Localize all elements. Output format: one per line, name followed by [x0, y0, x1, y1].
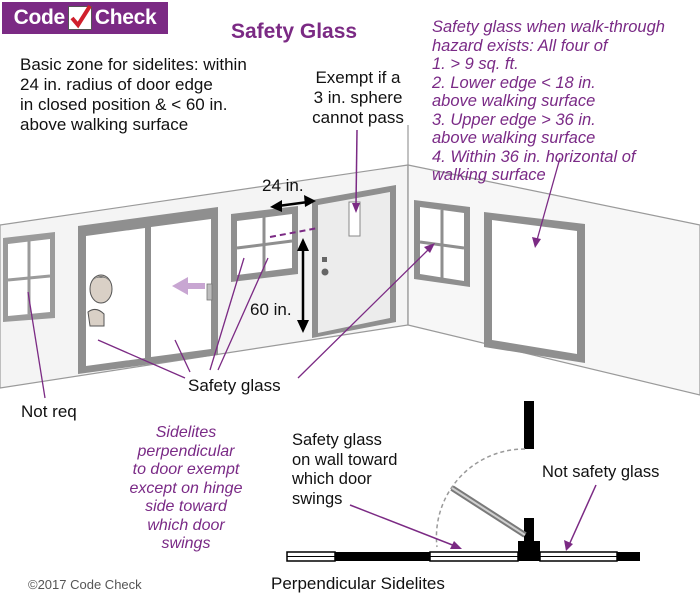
- sliding-door: [78, 207, 218, 374]
- dimension-60-label: 60 in.: [250, 300, 292, 319]
- plan-door-leaf-highlight: [451, 487, 526, 536]
- logo-word-check: Check: [94, 6, 157, 29]
- plan-leader-hinge-side: [349, 504, 456, 547]
- dim-24-arrow-left: [270, 200, 282, 212]
- not-safety-glass-label: Not safety glass: [542, 463, 660, 481]
- sliding-door-handle: [206, 283, 213, 301]
- sidelites-note-line-5: side toward: [145, 498, 227, 515]
- window-not-req-mullion-h: [7, 274, 51, 282]
- dim-60-marker: [297, 238, 309, 333]
- safety-glass-leaders: [97, 243, 435, 379]
- plan-door-swing-arc: [435, 448, 526, 548]
- plan-leader-hinge-arrow: [450, 541, 462, 549]
- entry-door: [312, 185, 396, 338]
- exempt-line-2: 3 in. sphere: [313, 88, 403, 107]
- dim-24-dashed-guide: [269, 227, 319, 238]
- sidelites-note-line-7: swings: [161, 535, 211, 552]
- dim-24-marker: [270, 195, 316, 212]
- exempt-pointer-line: [355, 129, 358, 206]
- basic-zone-text: Basic zone for sidelites: within 24 in. …: [20, 55, 247, 135]
- window-right-small-mullion-h: [419, 240, 465, 250]
- walk-through-line-8: 4. Within 36 in. horizontal of: [432, 147, 636, 166]
- dim-60-arrow-top: [297, 238, 309, 251]
- plan-door-post: [518, 541, 540, 561]
- walk-through-line-1: Safety glass when walk-through: [432, 18, 665, 36]
- plan-leader-latch-side: [568, 484, 597, 546]
- wall-toward-line-1: Safety glass: [292, 431, 382, 449]
- plan-wall-solid-1: [335, 552, 430, 561]
- exempt-sphere-text: Exempt if a 3 in. sphere cannot pass: [300, 68, 416, 128]
- walk-through-line-4: 2. Lower edge < 18 in.: [432, 73, 596, 92]
- sliding-door-left-panel: [86, 228, 145, 366]
- safety-glass-label: Safety glass: [188, 376, 281, 395]
- walk-through-hazard-text: Safety glass when walk-through hazard ex…: [432, 18, 665, 185]
- walk-through-line-2: hazard exists: All four of: [432, 36, 608, 55]
- sidelites-exempt-note: Sidelites perpendicular to door exempt e…: [112, 424, 260, 554]
- person-hair: [90, 276, 112, 284]
- person-head: [89, 274, 113, 304]
- wall-toward-line-2: on wall toward: [292, 450, 398, 469]
- exempt-line-1: Exempt if a: [315, 68, 401, 87]
- plan-leader-latch-arrow: [564, 540, 573, 551]
- walk-through-line-9: walking surface: [432, 166, 546, 184]
- basic-zone-line-1: Basic zone for sidelites: within: [20, 55, 247, 74]
- leader-arrow-right-window: [424, 243, 435, 253]
- leader-to-window-left: [209, 257, 245, 371]
- door-knob: [321, 268, 329, 276]
- person-figure: [87, 274, 113, 327]
- window-right-large: [484, 212, 585, 363]
- code-check-logo: Code Check: [2, 2, 168, 34]
- basic-zone-line-3: in closed position & < 60 in.: [20, 95, 228, 114]
- dimension-24-label: 24 in.: [262, 176, 304, 195]
- logo-word-code: Code: [13, 6, 66, 29]
- plan-perp-wall-top: [524, 401, 534, 449]
- wall-toward-line-4: swings: [292, 489, 343, 508]
- leader-to-door-left: [97, 339, 186, 379]
- dim-24-line: [277, 200, 309, 208]
- plan-perp-wall-bottom: [524, 518, 534, 542]
- door-vision-lite: [348, 201, 361, 237]
- dim-60-arrow-bottom: [297, 320, 309, 333]
- door-lock: [322, 257, 327, 262]
- plan-wall-solid-2: [617, 552, 640, 561]
- leader-to-large-window: [536, 157, 561, 241]
- not-req-label: Not req: [21, 402, 77, 421]
- plan-view: [286, 401, 640, 562]
- sidelites-note-line-3: to door exempt: [132, 461, 240, 478]
- walk-through-line-3: 1. > 9 sq. ft.: [432, 55, 519, 73]
- slide-direction-arrow: [172, 277, 205, 295]
- window-near-door: [231, 206, 298, 282]
- copyright-text: ©2017 Code Check: [28, 577, 142, 592]
- leader-arrow-large-window: [532, 237, 541, 248]
- walk-through-line-5: above walking surface: [432, 92, 596, 110]
- sidelites-note-line-6: which door: [147, 516, 225, 534]
- plan-view-title: Perpendicular Sidelites: [271, 574, 445, 593]
- window-right-large-glass: [492, 220, 577, 354]
- leader-to-window-right: [217, 257, 269, 371]
- exempt-pointer-arrow: [352, 203, 360, 213]
- window-right-small: [414, 200, 470, 287]
- diagram-title: Safety Glass: [231, 20, 358, 43]
- leader-to-door-right: [174, 339, 191, 373]
- sidelites-note-line-1: Sidelites: [155, 424, 217, 441]
- basic-zone-line-2: 24 in. radius of door edge: [20, 75, 213, 94]
- sidelites-note-line-2: perpendicular: [137, 442, 235, 460]
- leader-not-req: [27, 291, 46, 399]
- basic-zone-line-4: above walking surface: [20, 115, 189, 134]
- checkmark-icon: [67, 4, 92, 30]
- walk-through-line-7: above walking surface: [432, 129, 596, 147]
- leader-to-right-window: [297, 247, 431, 379]
- wall-toward-line-3: which door: [292, 470, 372, 488]
- door-leaf: [318, 192, 390, 333]
- window-not-req: [3, 232, 55, 322]
- walk-through-line-6: 3. Upper edge > 36 in.: [432, 110, 596, 129]
- exempt-line-3: cannot pass: [312, 108, 404, 127]
- dim-24-arrow-right: [304, 195, 316, 207]
- window-near-door-mullion-h: [236, 239, 293, 250]
- wall-toward-swing-text: Safety glass on wall toward which door s…: [292, 431, 397, 509]
- person-hand: [87, 308, 105, 327]
- sidelites-note-line-4: except on hinge: [129, 479, 243, 497]
